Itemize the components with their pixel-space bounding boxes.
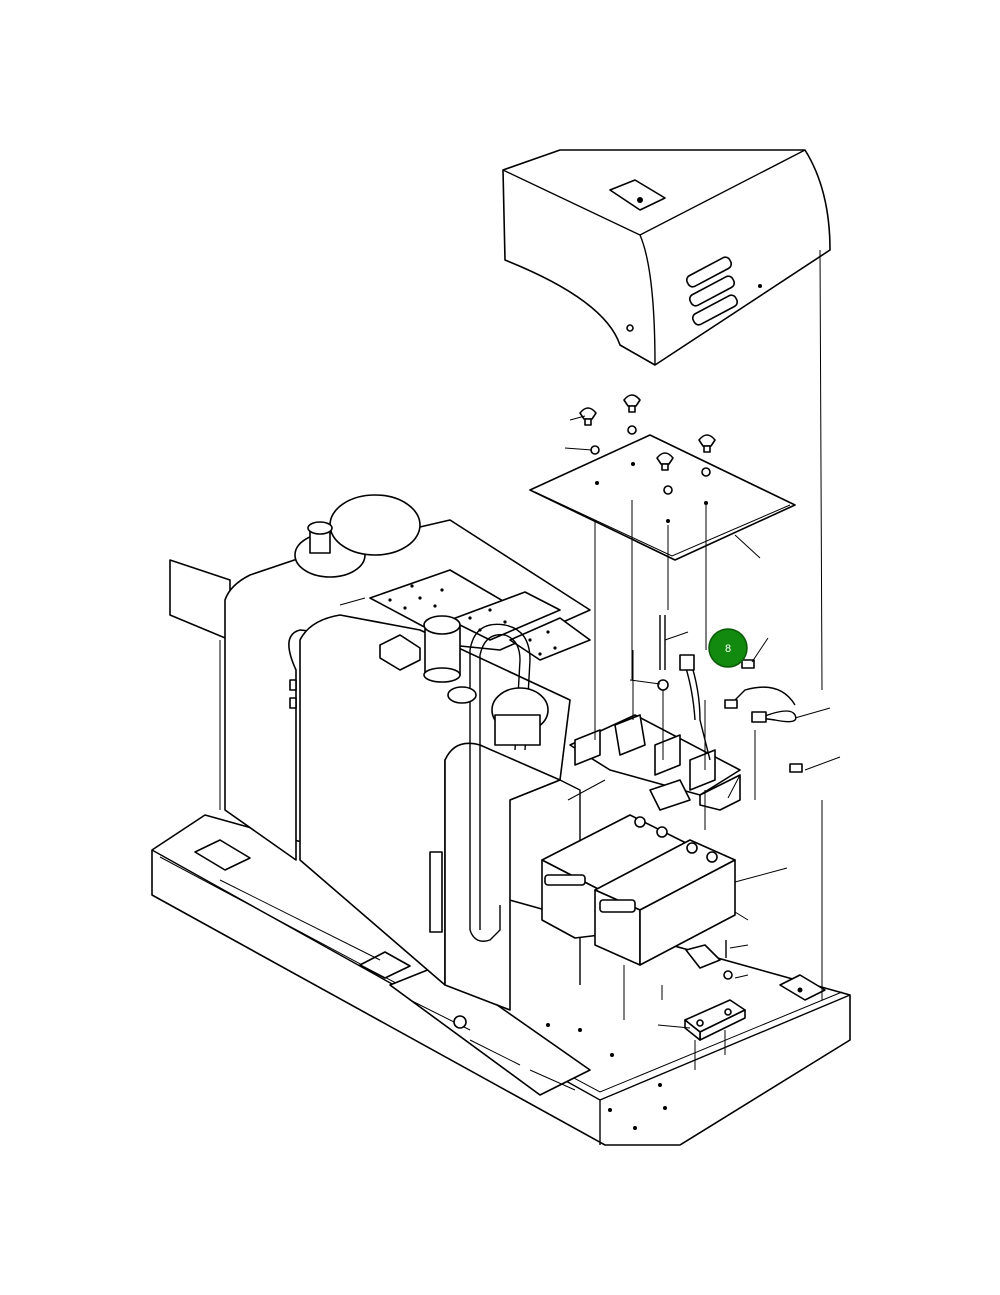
batteries: [541, 814, 736, 1020]
hood-cover: [502, 149, 831, 366]
leader-lines: [564, 415, 841, 1029]
callout-8-label: 8: [725, 643, 731, 655]
assembly-lines: [219, 249, 823, 1000]
callout-8-hotspot[interactable]: 8: [708, 628, 748, 668]
plate-dots: [388, 584, 557, 656]
callout-8-circle[interactable]: [708, 628, 748, 668]
access-panel: [529, 425, 796, 561]
battery-cables: [679, 654, 803, 773]
hold-down-bracket: [684, 940, 746, 1070]
battery-bracket: [569, 615, 741, 811]
tank-assembly: [169, 494, 591, 1011]
base-dots: [546, 1023, 667, 1130]
